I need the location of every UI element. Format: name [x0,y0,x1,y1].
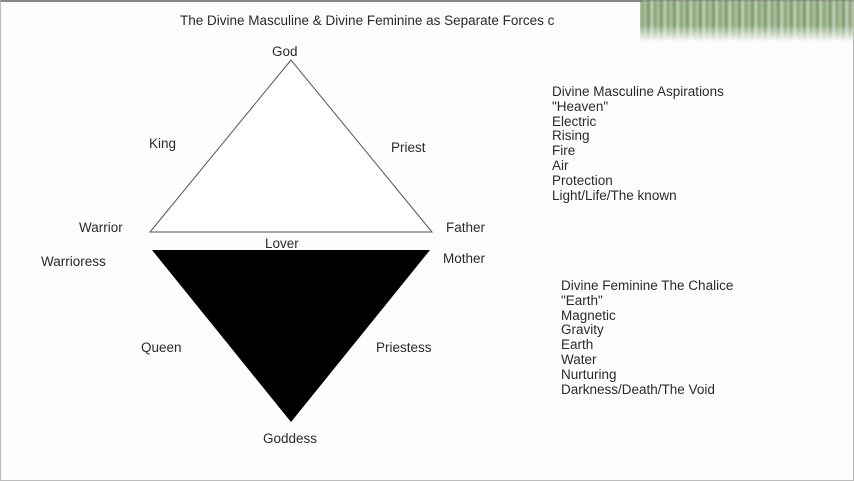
label-warrior: Warrior [79,220,123,235]
list-item: Earth [561,337,594,353]
masculine-triangle [148,59,434,233]
feminine-list: Divine Feminine The Chalice "Earth" Magn… [561,278,734,397]
label-lover: Lover [265,236,299,251]
video-artifact [640,0,854,42]
label-father: Father [446,220,486,235]
label-king: King [149,136,177,151]
label-priestess: Priestess [376,340,432,355]
label-warrioress: Warrioress [41,254,106,269]
label-priest: Priest [391,140,426,155]
list-item: Magnetic [561,307,616,323]
list-item: Gravity [561,322,604,338]
label-queen: Queen [141,340,182,355]
list-item: Protection [552,172,613,188]
masculine-list: Divine Masculine Aspirations "Heaven" El… [552,84,724,203]
list-item: Nurturing [561,366,617,382]
masculine-heading: Divine Masculine Aspirations [552,84,724,99]
list-item: Light/Life/The known [552,187,677,203]
list-item: "Heaven" [552,98,609,114]
list-item: Rising [552,128,590,144]
label-god: God [272,44,298,59]
list-item: Electric [552,113,597,129]
list-item: "Earth" [561,292,603,308]
feminine-triangle [152,250,430,422]
list-item: Water [561,351,597,367]
list-item: Darkness/Death/The Void [561,381,715,397]
label-mother: Mother [443,251,486,266]
label-goddess: Goddess [263,431,318,446]
list-item: Air [552,157,569,173]
feminine-heading: Divine Feminine The Chalice [561,278,734,293]
slide-title: The Divine Masculine & Divine Feminine a… [180,13,555,28]
list-item: Fire [552,143,576,159]
